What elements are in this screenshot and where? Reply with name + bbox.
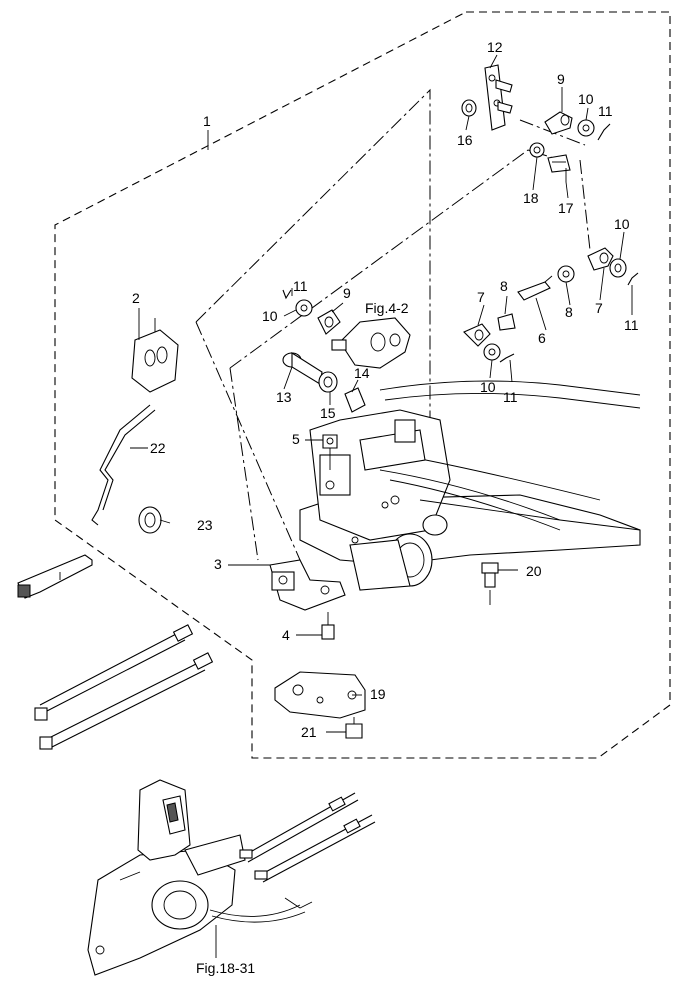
- callout-10-mid: 10: [262, 308, 278, 324]
- leader-dashdot-a: [195, 88, 431, 470]
- part-7-joint-right: [587, 247, 614, 271]
- part-21-nut: [345, 717, 363, 739]
- callout-8-left: 8: [500, 278, 508, 294]
- cable-end-connector: [17, 554, 93, 599]
- callout-21: 21: [301, 724, 317, 740]
- part-11-clip-left: [499, 353, 515, 363]
- callout-1: 1: [203, 113, 211, 129]
- callout-5: 5: [292, 431, 300, 447]
- part-2-grommet: [131, 318, 179, 393]
- callout-16: 16: [457, 132, 473, 148]
- part-23-bushing: [138, 506, 162, 534]
- part-9-joint-upper: [544, 111, 573, 135]
- assembly-boundary: [54, 11, 671, 759]
- callout-4: 4: [282, 627, 290, 643]
- callout-23: 23: [197, 517, 213, 533]
- part-11-clip-right: [627, 272, 639, 286]
- callout-13: 13: [276, 389, 292, 405]
- part-4-bolt: [321, 612, 335, 640]
- callout-8-right: 8: [565, 304, 573, 320]
- part-8-nut-right: [557, 265, 575, 283]
- callout-18: 18: [523, 190, 539, 206]
- part-14-bushing: [344, 387, 366, 413]
- leader-dashdot-b: [229, 149, 561, 369]
- leader-dashdot-e: [579, 159, 591, 251]
- callout-labels: 1 2 3 4 5 6 7 7 8 8 9 9 10 10 10 10 11 1…: [132, 39, 639, 740]
- part-7-joint-left: [463, 323, 491, 347]
- callout-3: 3: [214, 556, 222, 572]
- fig-4-2-component: [331, 317, 411, 369]
- callout-15: 15: [320, 405, 336, 421]
- part-17-bolt: [547, 154, 571, 182]
- callout-11-upper: 11: [598, 103, 613, 119]
- callout-2: 2: [132, 290, 140, 306]
- callout-9-upper: 9: [557, 71, 565, 87]
- figure-ref-fig-18-31: Fig.18-31: [196, 960, 255, 976]
- part-11-clip-upper: [597, 123, 611, 141]
- callout-10-left: 10: [480, 379, 496, 395]
- callout-10-right: 10: [614, 216, 630, 232]
- callout-7-right: 7: [595, 300, 603, 316]
- lower-casing-assembly: [299, 380, 641, 591]
- callout-11-right: 11: [624, 317, 639, 333]
- part-6-rod: [517, 275, 553, 301]
- leader-dashdot-d: [229, 367, 259, 561]
- callout-11-mid: 11: [293, 278, 308, 294]
- part-5-nut: [322, 434, 338, 470]
- callout-22: 22: [150, 440, 166, 456]
- part-13-pin: [282, 352, 323, 385]
- leader-dashdot-c: [195, 321, 301, 561]
- callout-17: 17: [558, 200, 574, 216]
- callout-19: 19: [370, 686, 386, 702]
- part-11-clip-mid: [282, 289, 292, 300]
- remote-control-box: [87, 779, 376, 976]
- callout-10-upper: 10: [578, 91, 594, 107]
- part-10-washer-mid: [295, 299, 313, 317]
- figure-ref-fig-4-2: Fig.4-2: [365, 300, 409, 316]
- callout-12: 12: [487, 39, 503, 55]
- leader-lines: [130, 54, 633, 733]
- callout-7-left: 7: [477, 289, 485, 305]
- part-10-washer-right: [609, 258, 627, 278]
- throttle-shift-cables: [34, 624, 214, 750]
- callout-20: 20: [526, 563, 542, 579]
- part-8-nut-left: [497, 313, 516, 331]
- part-15-collar: [318, 371, 338, 393]
- callout-11-left: 11: [503, 389, 518, 405]
- part-22-shift-rod: [91, 404, 151, 526]
- part-10-washer-left: [483, 343, 501, 361]
- part-16-washer: [461, 99, 477, 117]
- callout-9-mid: 9: [343, 285, 351, 301]
- callout-14: 14: [354, 365, 370, 381]
- part-3-bracket: [269, 559, 346, 611]
- part-9-joint-mid: [317, 309, 341, 335]
- part-10-washer-upper: [577, 119, 595, 137]
- callout-6: 6: [538, 330, 546, 346]
- part-19-plate: [274, 671, 366, 719]
- part-20-bolt: [481, 562, 499, 605]
- part-18-washer: [529, 142, 545, 158]
- part-12-link-plate: [484, 64, 513, 131]
